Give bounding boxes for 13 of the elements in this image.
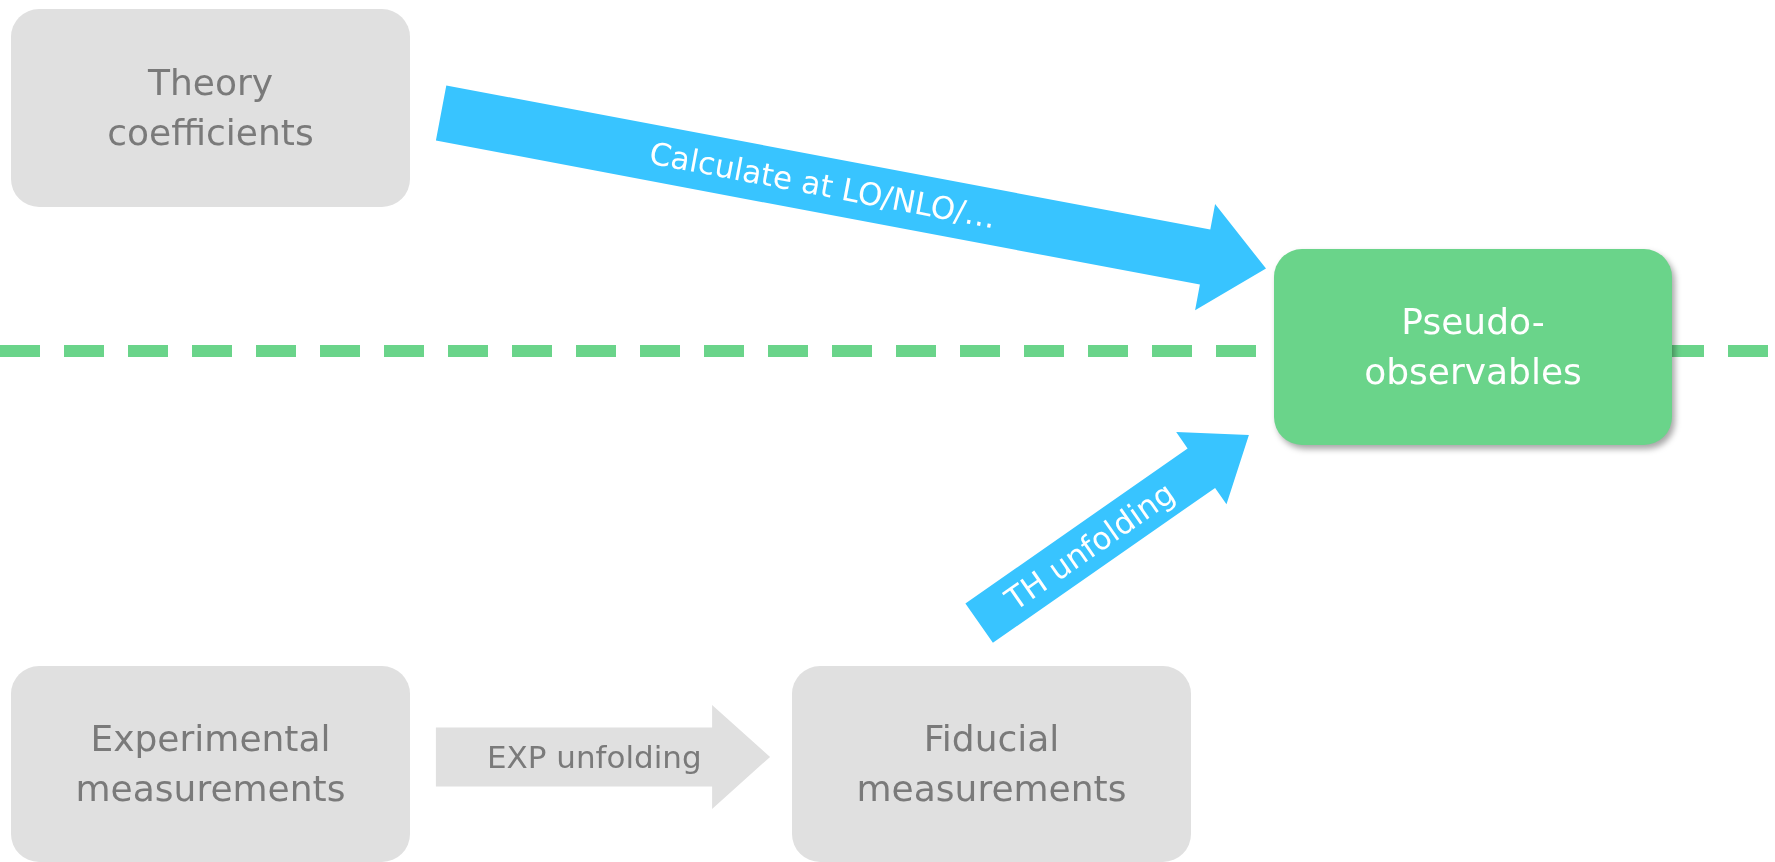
process-box [792, 666, 1191, 862]
node-label: Theory coefficients [106, 60, 315, 155]
node-label: Fiducial measurements [855, 716, 1128, 811]
process-box [11, 9, 410, 207]
node-label: Experimental measurements [74, 716, 347, 811]
block-arrow [435, 85, 1266, 311]
process-box [11, 666, 410, 862]
block-arrow [435, 704, 771, 809]
edge-label: Calculate at LO/NLO/… [646, 134, 1000, 236]
process-box [1274, 249, 1672, 445]
edge-label: EXP unfolding [486, 738, 702, 775]
block-arrow [965, 432, 1249, 643]
node-label: Pseudo-observables [1363, 299, 1583, 394]
